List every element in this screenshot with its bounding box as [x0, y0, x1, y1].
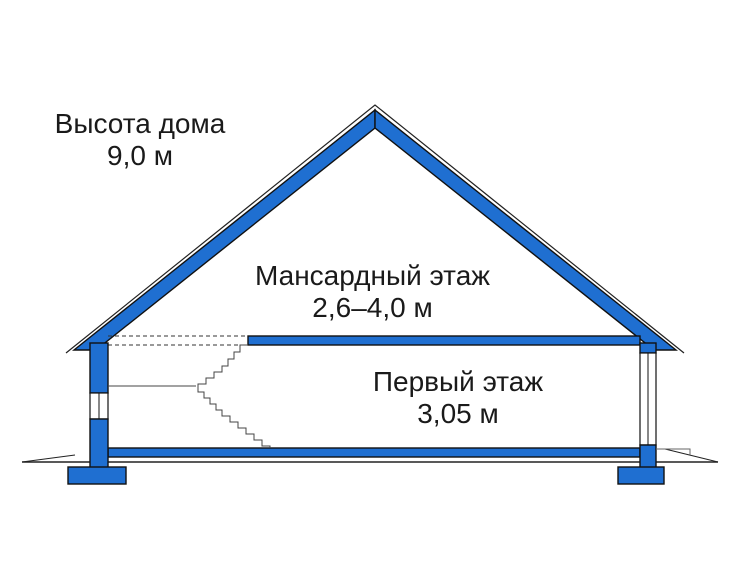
- ground-slope-right: [664, 448, 719, 463]
- attic-floor-value: 2,6–4,0 м: [312, 292, 433, 323]
- first-floor-value: 3,05 м: [417, 398, 499, 429]
- right-foundation: [617, 466, 665, 485]
- attic-floor-title: Мансардный этаж: [254, 260, 490, 291]
- first-floor-label: Первый этаж 3,05 м: [318, 366, 598, 430]
- porch-step: [656, 448, 691, 455]
- left-wall-lower: [89, 418, 109, 470]
- attic-floor-label: Мансардный этаж 2,6–4,0 м: [195, 260, 550, 324]
- staircase: [197, 344, 271, 448]
- house-height-value: 9,0 м: [107, 140, 173, 171]
- house-height-title: Высота дома: [54, 108, 226, 139]
- roof-outline: [65, 104, 685, 354]
- right-wall-top: [639, 342, 657, 354]
- ground-floor-slab: [107, 447, 641, 458]
- left-foundation: [67, 466, 127, 485]
- ground-slope-left: [21, 454, 76, 463]
- right-wall-lower: [639, 444, 657, 470]
- house-height-label: Высота дома 9,0 м: [20, 108, 260, 172]
- left-wall-upper: [89, 342, 109, 394]
- attic-floor-slab: [247, 335, 641, 346]
- first-floor-title: Первый этаж: [372, 366, 544, 397]
